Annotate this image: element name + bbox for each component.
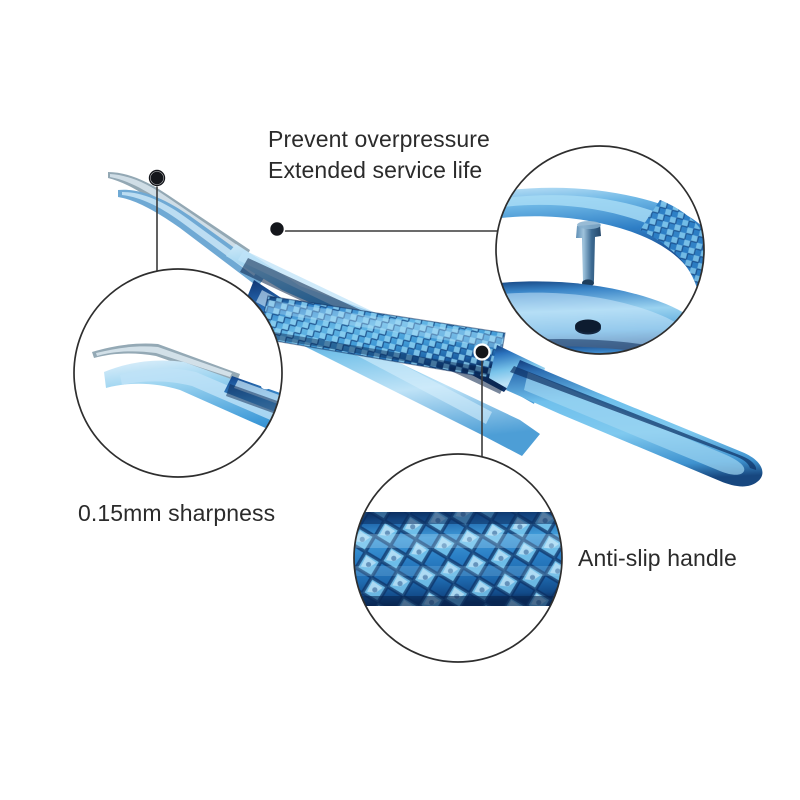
callout-markers	[148, 169, 491, 361]
callout-label-sharpness: 0.15mm sharpness	[78, 500, 276, 526]
callout-label-overpressure-line2: Extended service life	[268, 157, 483, 183]
forceps-knurled-grip	[258, 296, 505, 379]
detail-circle-knurl-ring	[353, 453, 563, 663]
detail-circle-knurl	[353, 453, 563, 663]
callout-label-overpressure-line1: Prevent overpressure	[268, 126, 490, 152]
stop-pin	[576, 224, 601, 287]
detail-circle-tip	[73, 268, 283, 478]
callout-marker-handle[interactable]	[473, 343, 491, 361]
forceps-main-body	[108, 172, 763, 487]
forceps-lower-tip	[118, 189, 268, 287]
callout-marker-overpressure[interactable]	[268, 220, 286, 238]
callout-label-overpressure: Prevent overpressure Extended service li…	[268, 124, 490, 186]
detail-circle-tip-ring	[73, 268, 283, 478]
callout-leaders	[156, 183, 497, 458]
detail-circle-overpressure-pin	[495, 145, 705, 355]
forceps-tail-blade-edge-shadow	[510, 366, 757, 470]
detail-circle-pin-ring	[495, 145, 705, 355]
callout-label-antislip: Anti-slip handle	[578, 545, 737, 571]
callout-marker-tip-core	[148, 169, 166, 187]
